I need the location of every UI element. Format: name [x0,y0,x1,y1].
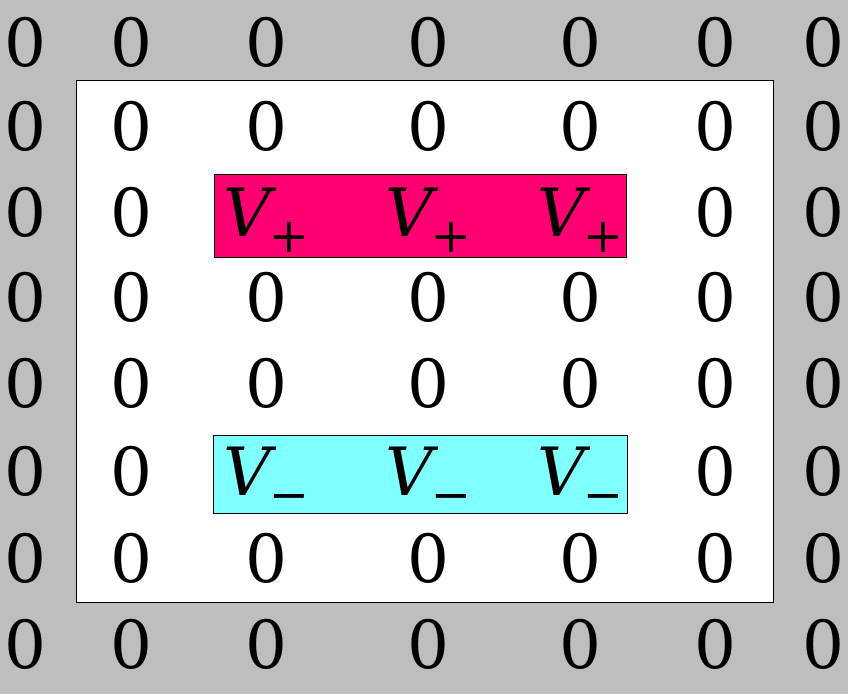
v-plus-highlight [214,174,627,258]
zero-cell: 0 [694,521,736,598]
zero-cell: 0 [407,5,449,82]
zero-cell: 0 [694,346,736,423]
zero-cell: 0 [694,260,736,337]
zero-cell: 0 [110,260,152,337]
zero-cell: 0 [802,607,844,684]
v-minus-highlight [213,435,628,514]
zero-cell: 0 [559,607,601,684]
zero-cell: 0 [559,521,601,598]
zero-cell: 0 [110,175,152,252]
zero-cell: 0 [245,89,287,166]
zero-cell: 0 [559,346,601,423]
zero-cell: 0 [4,434,46,511]
zero-cell: 0 [802,260,844,337]
v-minus-cell: V− [385,434,471,523]
inner-region-box [76,80,774,603]
zero-cell: 0 [407,260,449,337]
zero-cell: 0 [802,434,844,511]
zero-cell: 0 [559,260,601,337]
zero-cell: 0 [245,607,287,684]
zero-cell: 0 [4,5,46,82]
zero-cell: 0 [802,521,844,598]
zero-cell: 0 [407,346,449,423]
zero-cell: 0 [110,607,152,684]
zero-cell: 0 [694,89,736,166]
zero-cell: 0 [802,5,844,82]
zero-cell: 0 [802,175,844,252]
zero-cell: 0 [245,346,287,423]
zero-cell: 0 [245,5,287,82]
zero-cell: 0 [110,346,152,423]
zero-cell: 0 [110,5,152,82]
zero-cell: 0 [407,89,449,166]
zero-cell: 0 [245,260,287,337]
zero-cell: 0 [110,434,152,511]
zero-cell: 0 [802,346,844,423]
v-plus-cell: V+ [223,175,309,264]
zero-cell: 0 [4,346,46,423]
zero-cell: 0 [407,607,449,684]
zero-cell: 0 [694,607,736,684]
zero-cell: 0 [559,89,601,166]
zero-cell: 0 [4,521,46,598]
zero-cell: 0 [559,5,601,82]
v-minus-cell: V− [223,434,309,523]
zero-cell: 0 [694,5,736,82]
zero-cell: 0 [245,521,287,598]
zero-cell: 0 [110,89,152,166]
zero-cell: 0 [407,521,449,598]
v-plus-cell: V+ [537,175,623,264]
zero-cell: 0 [694,175,736,252]
zero-cell: 0 [4,260,46,337]
v-minus-cell: V− [537,434,623,523]
zero-cell: 0 [694,434,736,511]
zero-cell: 0 [4,175,46,252]
zero-cell: 0 [802,89,844,166]
zero-cell: 0 [4,89,46,166]
v-plus-cell: V+ [385,175,471,264]
zero-cell: 0 [4,607,46,684]
zero-cell: 0 [110,521,152,598]
